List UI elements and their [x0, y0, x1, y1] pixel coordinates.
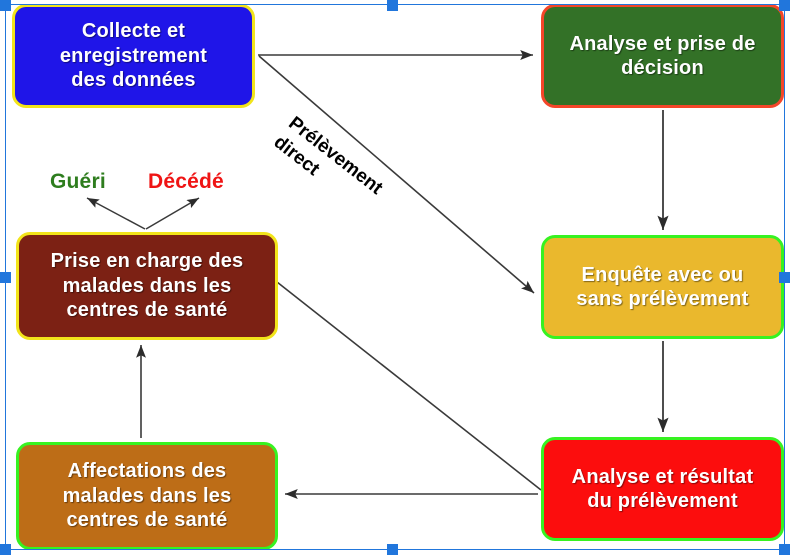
selection-handle-bottom-center[interactable]: [387, 544, 398, 555]
node-collecte-line-1: Collecte et: [81, 20, 186, 43]
node-affectations-malades[interactable]: Affectations des malades dans les centre…: [16, 442, 278, 550]
edge-label-prelevement-direct: Prélèvement direct: [269, 112, 432, 254]
node-analyse-resultat-prelevement[interactable]: Analyse et résultat du prélèvement: [541, 437, 784, 541]
outcome-label-gueri: Guéri: [50, 170, 106, 193]
edge-prise-charge-to-decede: [145, 197, 200, 230]
node-prise-charge-line-3: centres de santé: [66, 299, 228, 322]
outcome-label-decede: Décédé: [148, 170, 224, 193]
node-analyse-resultat-line-2: du prélèvement: [587, 490, 738, 512]
node-analyse-resultat-line-1: Analyse et résultat: [571, 465, 754, 488]
node-prise-en-charge-malades[interactable]: Prise en charge des malades dans les cen…: [16, 232, 278, 340]
node-enquete-line-1: Enquête avec ou: [581, 263, 744, 286]
selection-handle-middle-right[interactable]: [779, 272, 790, 283]
node-enquete-avec-ou-sans-prelevement[interactable]: Enquête avec ou sans prélèvement: [541, 235, 784, 339]
node-collecte-enregistrement[interactable]: Collecte et enregistrement des données: [12, 4, 255, 108]
selection-handle-top-center[interactable]: [387, 0, 398, 11]
selection-handle-top-left[interactable]: [0, 0, 11, 11]
node-enquete-line-2: sans prélèvement: [576, 288, 749, 310]
node-collecte-line-3: des données: [71, 69, 196, 92]
selection-handle-bottom-left[interactable]: [0, 544, 11, 555]
node-affectations-line-2: malades dans les: [62, 484, 232, 507]
selection-handle-top-right[interactable]: [779, 0, 790, 11]
selection-handle-bottom-right[interactable]: [779, 544, 790, 555]
selection-handle-middle-left[interactable]: [0, 272, 11, 283]
node-analyse-prise-de-decision[interactable]: Analyse et prise de décision: [541, 4, 784, 108]
edge-prise-charge-to-analyse-resultat: [276, 281, 542, 491]
node-analyse-decision-line-2: décision: [621, 57, 704, 79]
node-prise-charge-line-2: malades dans les: [62, 274, 232, 297]
node-prise-charge-line-1: Prise en charge des: [50, 250, 244, 273]
node-collecte-line-2: enregistrement: [59, 44, 208, 67]
node-analyse-decision-line-1: Analyse et prise de: [569, 32, 756, 55]
node-affectations-line-1: Affectations des: [67, 460, 227, 483]
node-affectations-line-3: centres de santé: [66, 509, 228, 532]
edge-prise-charge-to-gueri: [86, 197, 146, 230]
